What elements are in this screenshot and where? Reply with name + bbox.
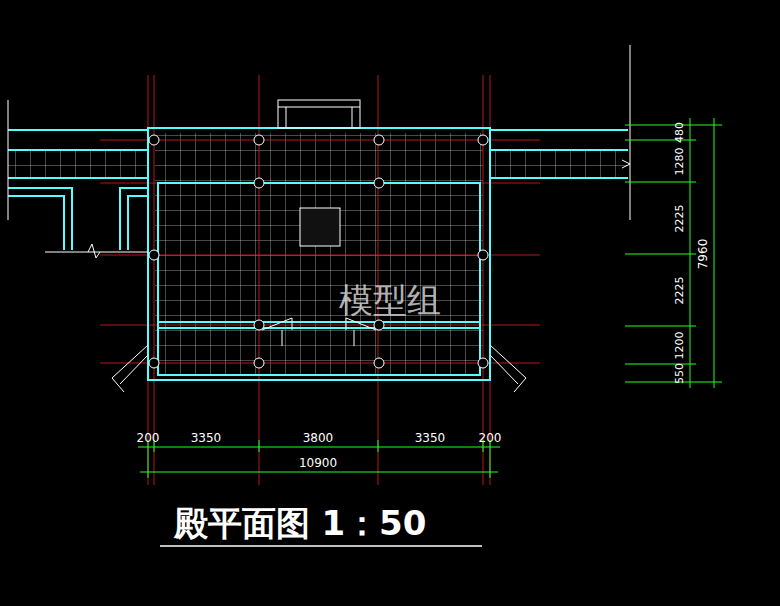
dimension-label: 480 (674, 122, 685, 143)
dimension-label: 1280 (674, 147, 685, 175)
dimension-label: 2225 (674, 276, 685, 304)
dimension-label: 3350 (415, 432, 446, 444)
dimension-label: 2225 (674, 204, 685, 232)
dimension-label: 1200 (674, 331, 685, 359)
dimension-label: 550 (674, 363, 685, 384)
drawing-title: 殿平面图 1：50 (174, 506, 427, 540)
dimension-label: 3800 (303, 432, 334, 444)
dimension-label: 10900 (299, 457, 337, 469)
dimension-label: 200 (137, 432, 160, 444)
dimension-label: 3350 (191, 432, 222, 444)
watermark: 模型组 (339, 283, 441, 317)
dimension-label: 200 (479, 432, 502, 444)
dimension-label: 7960 (697, 239, 709, 270)
